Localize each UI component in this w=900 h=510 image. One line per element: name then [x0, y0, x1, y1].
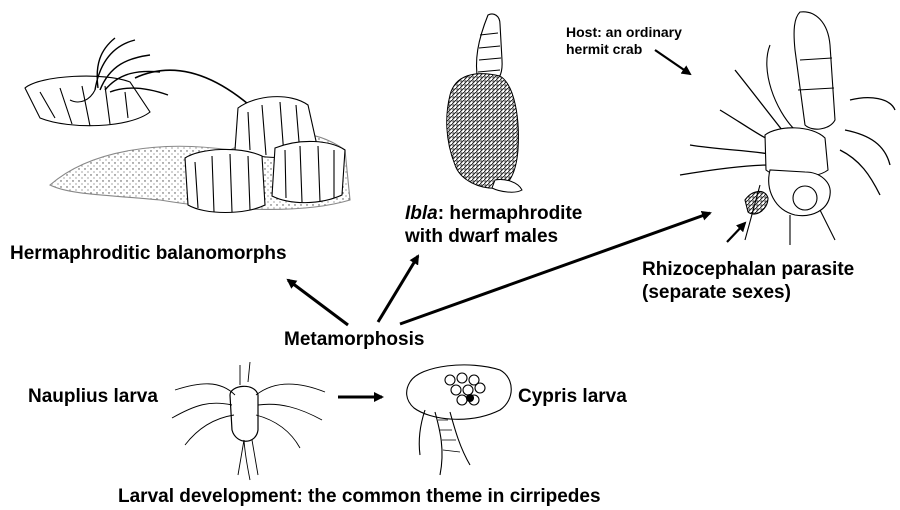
ibla-label: Ibla: hermaphrodite with dwarf males: [405, 202, 582, 248]
ibla-description: : hermaphrodite: [438, 203, 583, 224]
arrow-to-ibla: [378, 256, 418, 322]
balanomorphs-label: Hermaphroditic balanomorphs: [10, 242, 287, 265]
rhizocephalan-label: Rhizocephalan parasite (separate sexes): [642, 258, 854, 304]
arrow-to-balanomorphs: [288, 280, 348, 325]
nauplius-larva-illustration: [172, 362, 325, 480]
hermit-crab-illustration: [680, 12, 895, 245]
host-label: Host: an ordinary hermit crab: [566, 24, 682, 58]
caption: Larval development: the common theme in …: [118, 485, 601, 508]
cypris-label: Cypris larva: [518, 385, 627, 408]
metamorphosis-label: Metamorphosis: [284, 328, 424, 351]
ibla-line2: with dwarf males: [405, 225, 582, 248]
arrow-to-parasite: [727, 223, 745, 242]
cypris-larva-illustration: [407, 365, 512, 475]
ibla-genus: Ibla: [405, 203, 438, 224]
ibla-illustration: [447, 14, 522, 192]
barnacle-cluster-illustration: [25, 38, 350, 213]
nauplius-label: Nauplius larva: [28, 385, 158, 408]
